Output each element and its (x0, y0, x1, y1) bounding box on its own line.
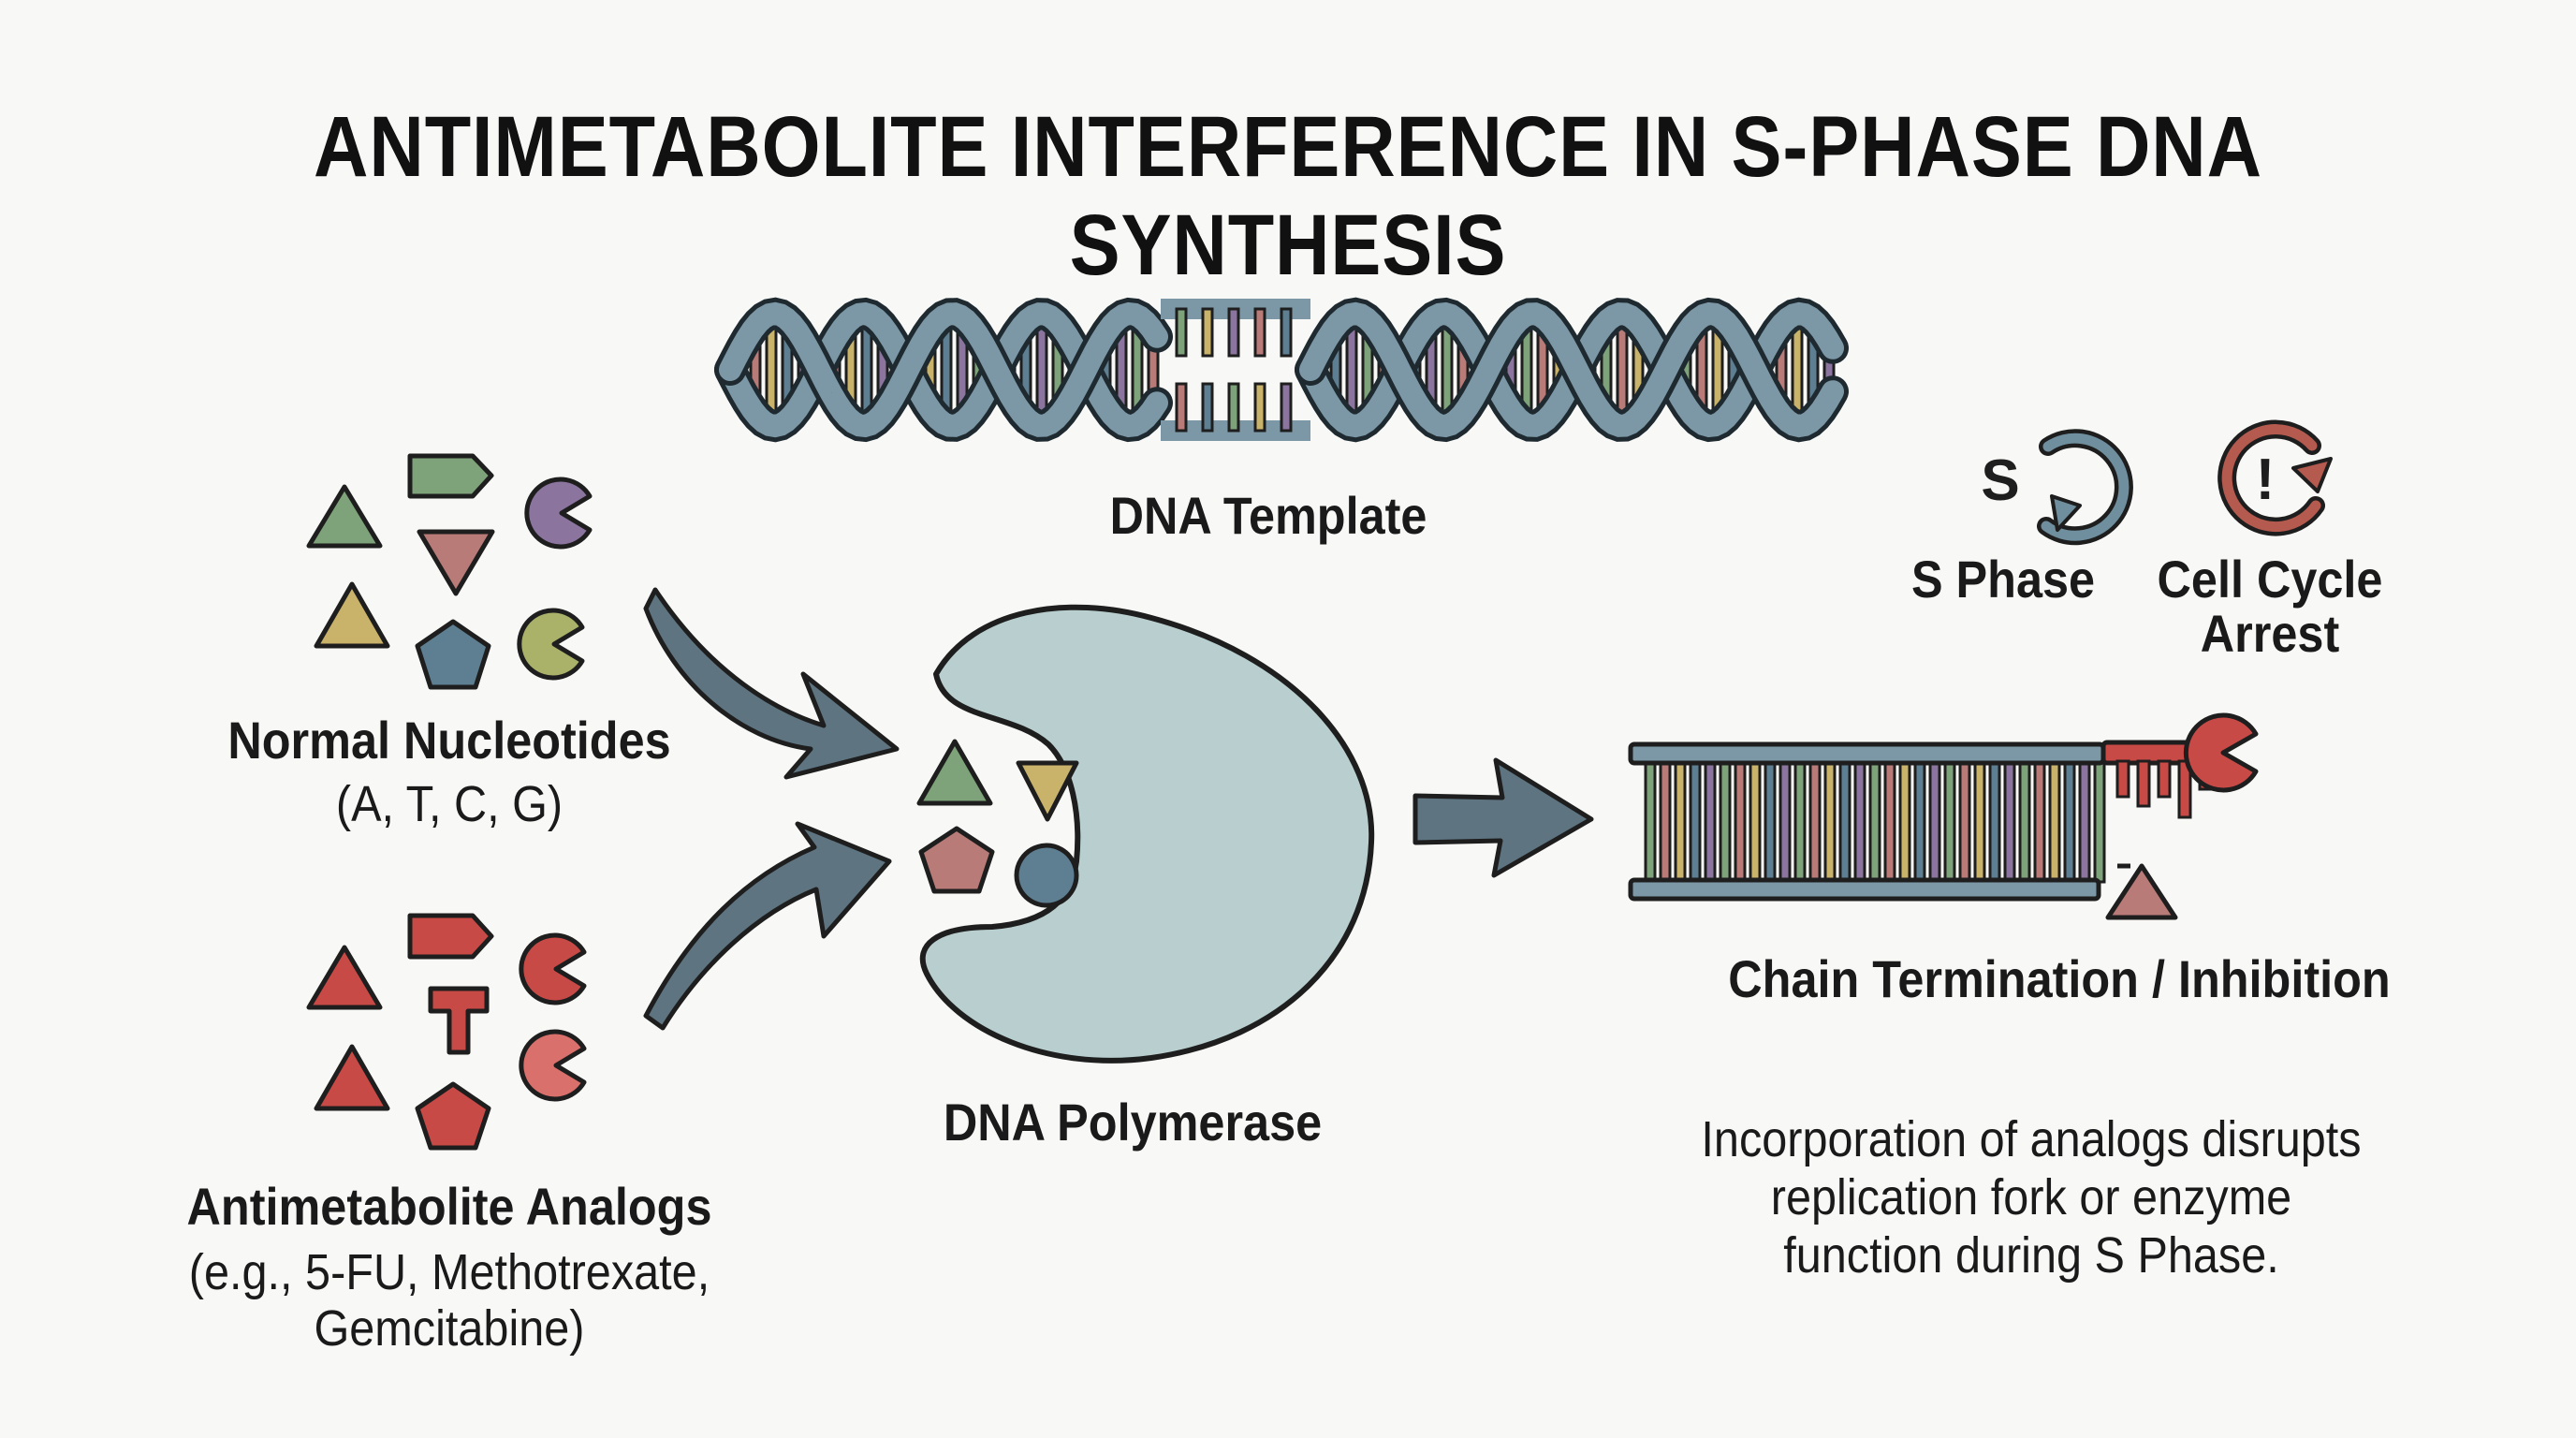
analog-triangle-red-2 (314, 1044, 390, 1111)
ladder-bottom-strand (1628, 877, 2101, 902)
ladder-base-pair (1674, 758, 1687, 884)
displaced-triangle-mauve (2105, 863, 2178, 920)
terminator-pacman-red (2183, 712, 2259, 793)
ladder-base-pair (1644, 758, 1657, 884)
ladder-base-pair (1764, 758, 1777, 884)
dna-polymerase (916, 604, 1375, 1064)
helix-strand-b-fill (719, 301, 1844, 438)
analog-triangle-red (306, 945, 383, 1010)
unpaired-base (1175, 307, 1188, 358)
analog-pentagon-arrow-red (407, 913, 494, 960)
ladder-base-pair (1913, 758, 1926, 884)
arrow-polymerase-to-chain (1412, 757, 1594, 878)
ladder-base-pair (1898, 758, 1911, 884)
antimetabolite-analogs-label: Antimetabolite Analogs (186, 1177, 712, 1236)
ladder-base-pair (2063, 758, 2076, 884)
nucleotide-pacman-purple (524, 477, 593, 550)
unpaired-base (1253, 382, 1266, 433)
arrow-analogs-to-polymerase (643, 821, 892, 1031)
nucleotide-triangle-green (306, 484, 383, 549)
ladder-base-pair (1823, 758, 1837, 884)
dna-template-helix (714, 297, 1849, 443)
ladder-base-pair (1853, 758, 1866, 884)
polymerase-bound-triangle-green (916, 739, 993, 806)
antimetabolite-sublabel-1: (e.g., 5-FU, Methotrexate, (188, 1244, 710, 1300)
cell-cycle-arrest-label-1: Cell Cycle (2157, 550, 2383, 609)
ladder-base-pair (1868, 758, 1881, 884)
polymerase-body (919, 604, 1375, 1064)
nucleotide-pentagon-blue (415, 619, 491, 690)
ladder-base-pair (1778, 758, 1792, 884)
ladder-base-pair (1973, 758, 1986, 884)
ladder-base-pair (1734, 758, 1747, 884)
unpaired-base (1253, 307, 1266, 358)
chain-termination-label: Chain Termination / Inhibition (1728, 949, 2391, 1008)
dna-polymerase-label: DNA Polymerase (943, 1093, 1323, 1152)
unpaired-base (1227, 382, 1240, 433)
unpaired-base (1201, 307, 1214, 358)
ladder-base-pair (2093, 758, 2106, 884)
nucleotide-triangle-mustard (314, 581, 390, 649)
normal-nucleotides-sublabel: (A, T, C, G) (335, 776, 564, 832)
normal-nucleotides-label: Normal Nucleotides (227, 711, 671, 770)
chain-termination-ladder (1628, 712, 2259, 920)
unpaired-base (1175, 382, 1188, 433)
arrest-icon-mark: ! (2256, 448, 2276, 512)
ladder-base-pair (1838, 758, 1852, 884)
ladder-base-pair (1958, 758, 1971, 884)
ladder-base-pair (1749, 758, 1762, 884)
nucleotide-pacman-olive (517, 608, 585, 681)
ladder-base-pair (1988, 758, 2001, 884)
ladder-base-pair (1704, 758, 1717, 884)
terminated-strand-tooth (2115, 759, 2130, 799)
ladder-top-strand (1628, 741, 2106, 766)
nucleotide-triangle-down-mauve (417, 529, 495, 596)
ladder-base-pair (2018, 758, 2031, 884)
ladder-base-pair (1883, 758, 1896, 884)
ladder-base-pair (2033, 758, 2046, 884)
analog-pacman-red (519, 932, 587, 1005)
analog-pentagon-red (415, 1081, 491, 1151)
helix-unwound-bases (1161, 299, 1310, 441)
antimetabolite-sublabel-2: Gemcitabine) (314, 1300, 585, 1357)
unpaired-base (1280, 307, 1293, 358)
s-phase-icon: S (1981, 429, 2133, 546)
polymerase-bound-triangle-mustard (1016, 760, 1079, 822)
ladder-base-pair (2048, 758, 2061, 884)
ladder-base-pairs (1644, 758, 2106, 884)
ladder-base-pair (1928, 758, 1941, 884)
normal-nucleotides-cluster (306, 453, 593, 690)
ladder-base-pair (1793, 758, 1807, 884)
ladder-base-pair (1943, 758, 1956, 884)
s-phase-label: S Phase (1910, 550, 2096, 609)
description-line-2: replication fork or enzyme (1770, 1169, 2292, 1225)
description-line-3: function during S Phase. (1783, 1227, 2279, 1284)
ladder-base-pair (1689, 758, 1702, 884)
ladder-base-pair (2003, 758, 2016, 884)
dna-template-label: DNA Template (1109, 486, 1427, 545)
unpaired-base (1227, 307, 1240, 358)
input-arrows (643, 587, 900, 1031)
cell-cycle-arrest-label-2: Arrest (2200, 604, 2340, 663)
analog-pacman-light-red (519, 1029, 587, 1102)
unpaired-base (1201, 382, 1214, 433)
analog-t-block-red (428, 986, 490, 1055)
ladder-base-pair (1659, 758, 1672, 884)
unpaired-base (1280, 382, 1293, 433)
cell-cycle-arrest-icon: ! (2217, 419, 2333, 536)
terminated-strand-tooth (2136, 759, 2151, 808)
polymerase-bound-circle-blue (1014, 843, 1079, 908)
terminated-strand-tooth (2157, 759, 2172, 799)
description-line-1: Incorporation of analogs disrupts (1701, 1111, 2362, 1167)
arrow-normal-to-polymerase (643, 587, 900, 780)
polymerase-bound-pentagon-mauve (918, 826, 995, 894)
antimetabolite-analogs-cluster (306, 913, 587, 1151)
ladder-base-pair (2078, 758, 2091, 884)
page-title: ANTIMETABOLITE INTERFERENCE IN S-PHASE D… (314, 99, 2262, 293)
nucleotide-pentagon-arrow-green (407, 453, 494, 499)
ladder-base-pair (1808, 758, 1822, 884)
ladder-base-pair (1719, 758, 1732, 884)
s-phase-icon-letter: S (1981, 448, 2019, 513)
